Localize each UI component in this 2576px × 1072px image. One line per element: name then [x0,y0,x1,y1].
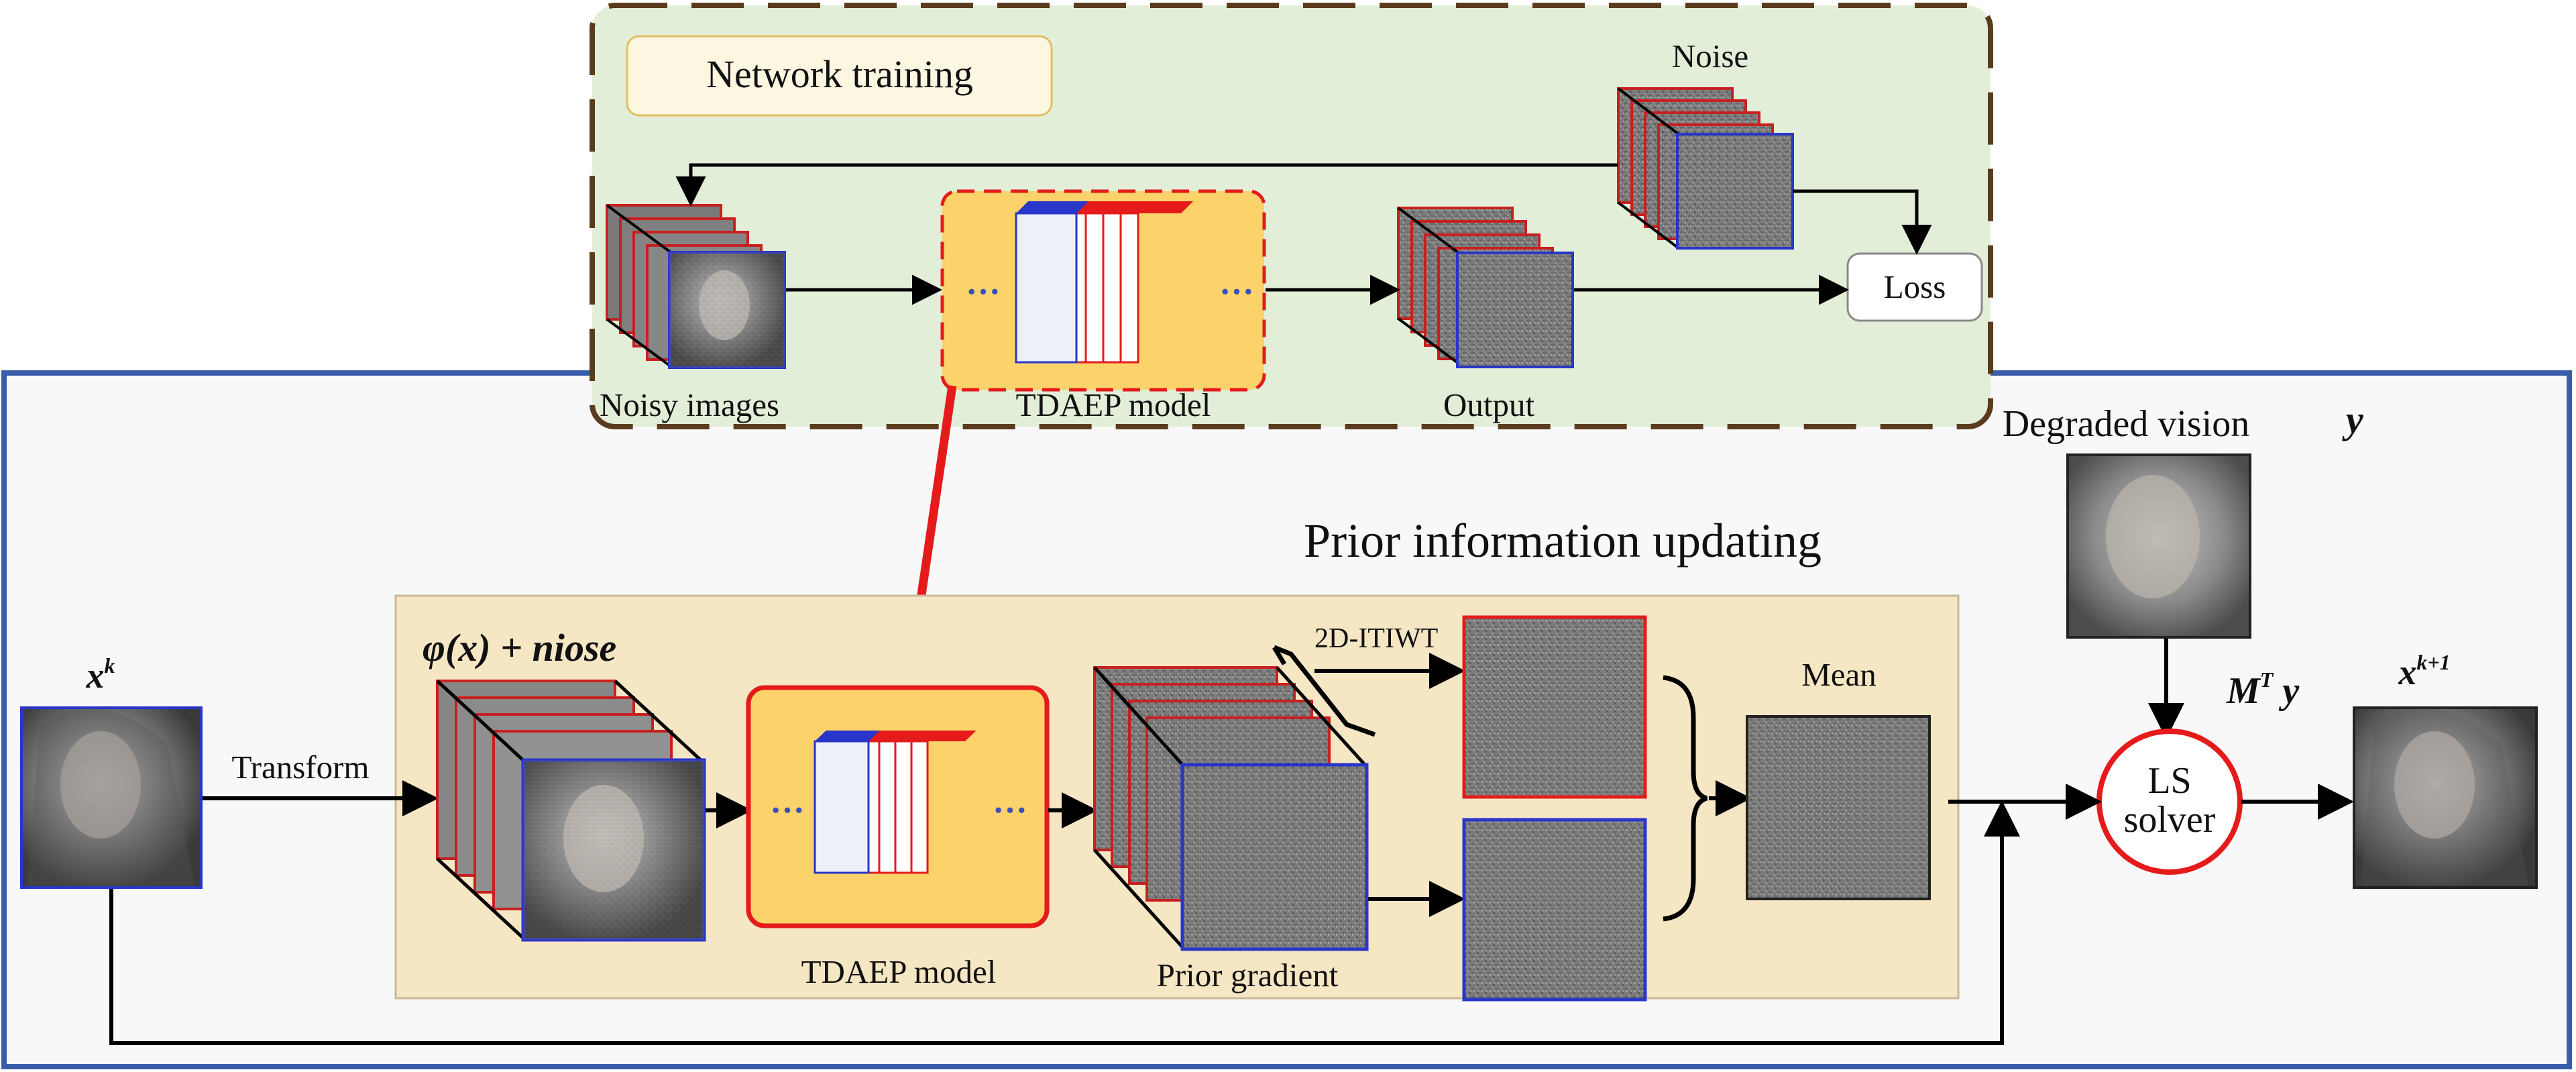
skip-connection-arrow [109,800,2020,1045]
prior-gradient-label: Prior gradient [1157,957,1339,994]
subband-image-top [1462,615,1647,799]
mean-label: Mean [1801,656,1877,693]
noisy-images-label: Noisy images [600,386,779,423]
training-arrows [675,163,1932,305]
degraded-label: Degraded vision [2003,403,2250,445]
main-model-label: TDAEP model [801,953,997,990]
xk-label: xk [86,653,115,696]
phi-label: φ(x) + niose [423,626,616,669]
prior-title: Prior information updating [1304,514,1822,568]
main-model-dots-right: ··· [993,792,1027,830]
transformed-stack [436,680,706,942]
prior-gradient-stack [1093,666,1369,951]
model-input-layer-top [1016,201,1089,213]
model-hidden-layer [878,740,897,874]
loss-label: Loss [1884,268,1946,305]
model-input-layer-top [815,731,880,741]
itiwt-label: 2D-ITIWT [1314,623,1438,654]
merge-brace [1663,675,1708,922]
main-model-dots-left: ··· [770,792,805,830]
model-input-layer [814,740,870,874]
ls-solver-line1: LS [2147,760,2191,802]
output-label: Output [1443,386,1535,423]
model-input-layer [1015,212,1078,364]
output-stack [1397,207,1574,368]
subband-image-bottom [1462,818,1647,1002]
xk1-label: xk+1 [2398,650,2450,692]
y-label: y [2342,398,2363,441]
ls-solver-line2: solver [2124,799,2216,841]
noise-stack [1617,87,1794,250]
model-hidden-layer [1119,212,1139,364]
training-model-layers-icon [1015,201,1194,364]
model-hidden-layer [894,740,913,874]
model-hidden-layer [910,740,929,874]
training-model-label: TDAEP model [1016,386,1211,423]
noise-label: Noise [1672,38,1748,74]
degraded-image [2066,453,2251,639]
itiwt-bracket [1273,645,1376,737]
training-model-dots-right: ··· [1219,273,1254,311]
training-title-box [626,35,1053,117]
noisy-images-stack [606,204,786,369]
model-hidden-layer [1084,212,1105,364]
training-model-dots-left: ··· [966,273,1001,311]
transform-label: Transform [231,749,369,786]
training-title: Network training [706,52,973,96]
input-image-xk [20,706,203,889]
main-model-layers-icon [814,731,976,874]
output-image-xk1 [2353,706,2538,889]
model-hidden-layer [1102,212,1122,364]
mean-image [1746,715,1931,900]
